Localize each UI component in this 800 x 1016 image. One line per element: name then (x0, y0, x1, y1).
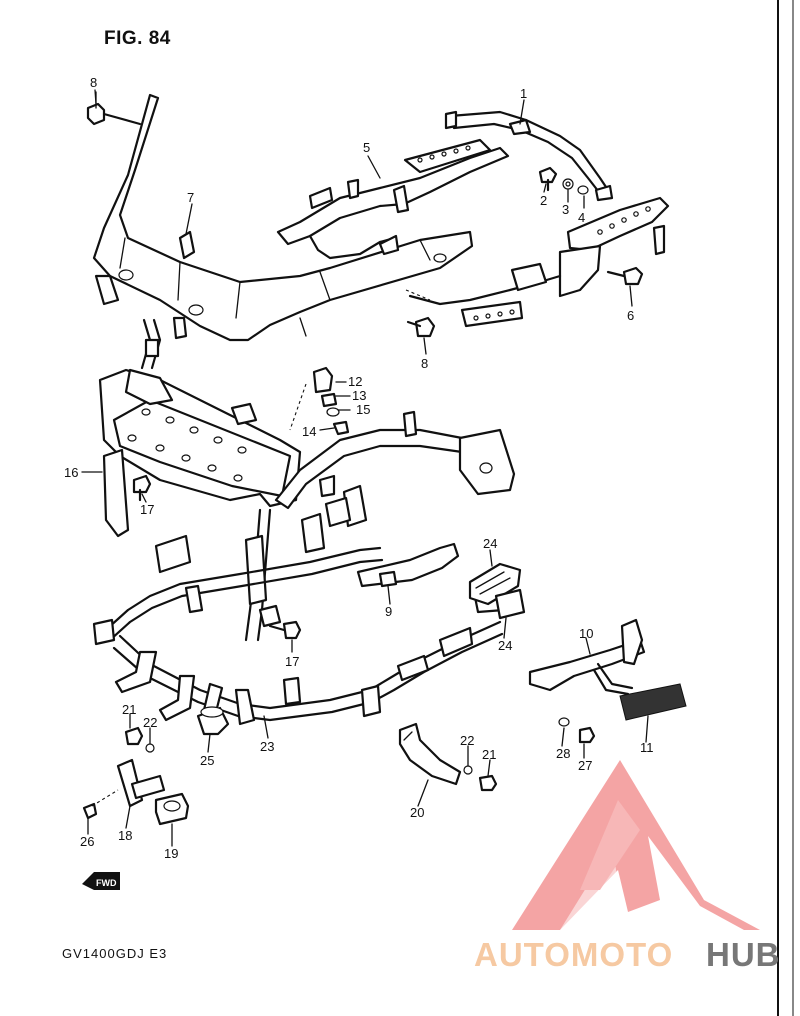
callout-25: 25 (200, 753, 214, 768)
callout-6: 6 (627, 308, 634, 323)
callout-15: 15 (356, 402, 370, 417)
damper-icon[interactable] (312, 366, 334, 394)
callout-27: 27 (578, 758, 592, 773)
bolt-icon[interactable] (132, 474, 152, 502)
part-bracket[interactable] (356, 542, 460, 588)
callout-8b: 8 (421, 356, 428, 371)
callout-22b: 22 (460, 733, 474, 748)
watermark-text-orange: AUTOMOTO (474, 936, 673, 973)
part-clamp-bracket[interactable] (116, 758, 166, 808)
bolt-icon[interactable] (82, 789, 119, 820)
callout-1: 1 (520, 86, 527, 101)
bolt-icon[interactable] (606, 266, 644, 286)
collar-icon[interactable] (320, 392, 338, 408)
callout-20: 20 (410, 805, 424, 820)
part-rear-upper-frame[interactable] (276, 110, 614, 260)
callout-24: 24 (483, 536, 497, 551)
washer-icon[interactable] (577, 185, 589, 195)
callout-21b: 21 (482, 747, 496, 762)
callout-22: 22 (143, 715, 157, 730)
part-fairing-stay[interactable] (92, 93, 474, 342)
callout-10: 10 (579, 626, 593, 641)
bolt-icon[interactable] (124, 726, 144, 746)
callout-28: 28 (556, 746, 570, 761)
callout-14: 14 (302, 424, 316, 439)
callout-11: 11 (640, 740, 654, 755)
callout-16: 16 (64, 465, 78, 480)
part-side-bracket[interactable] (528, 618, 646, 696)
part-reflector[interactable] (619, 683, 687, 721)
callout-19: 19 (164, 846, 178, 861)
watermark-logo (512, 760, 760, 930)
nut-icon[interactable] (562, 178, 574, 190)
fwd-arrow-icon: FWD (82, 872, 120, 890)
callout-24b: 24 (498, 638, 512, 653)
bolt-icon[interactable] (268, 620, 302, 640)
washer-icon[interactable] (145, 743, 155, 753)
callout-23: 23 (260, 739, 274, 754)
callout-17: 17 (140, 502, 154, 517)
callout-5: 5 (363, 140, 370, 155)
bolt-icon[interactable] (538, 166, 558, 192)
leader-lines (81, 89, 649, 847)
part-clamp[interactable] (154, 792, 190, 826)
callout-7: 7 (187, 190, 194, 205)
nut-icon[interactable] (558, 717, 570, 727)
part-rear-side-bracket[interactable] (405, 196, 670, 328)
bolt-icon[interactable] (478, 774, 498, 792)
part-rubber-stopper[interactable] (468, 562, 526, 620)
part-lower-cradle[interactable] (92, 496, 506, 726)
part-stay-bracket[interactable] (398, 722, 462, 786)
bolt-icon[interactable] (578, 726, 596, 744)
callout-26: 26 (80, 834, 94, 849)
callout-8: 8 (90, 75, 97, 90)
callout-21: 21 (122, 702, 136, 717)
callout-13: 13 (352, 388, 366, 403)
bolt-icon[interactable] (86, 91, 142, 126)
watermark-text-gray: HUB (706, 936, 781, 973)
part-center-frame[interactable] (98, 318, 302, 538)
model-code: GV1400GDJ E3 (62, 946, 167, 961)
callout-4: 4 (578, 210, 585, 225)
bolt-icon[interactable] (332, 420, 350, 436)
part-upper-tube-mount[interactable] (274, 410, 516, 528)
fwd-label: FWD (96, 878, 117, 888)
bolt-icon[interactable] (406, 316, 436, 338)
callout-12: 12 (348, 374, 362, 389)
callout-9: 9 (385, 604, 392, 619)
dashed-guide-line (289, 383, 307, 431)
callout-18: 18 (118, 828, 132, 843)
callout-17b: 17 (285, 654, 299, 669)
washer-icon[interactable] (463, 765, 473, 775)
washer-icon[interactable] (326, 407, 340, 417)
callout-2: 2 (540, 193, 547, 208)
callout-3: 3 (562, 202, 569, 217)
callout-layer: 1 2 3 4 5 6 7 8 8 12 13 14 15 16 17 17 9… (64, 75, 654, 861)
figure-title: FIG. 84 (104, 28, 171, 49)
collar-icon[interactable] (196, 706, 230, 736)
